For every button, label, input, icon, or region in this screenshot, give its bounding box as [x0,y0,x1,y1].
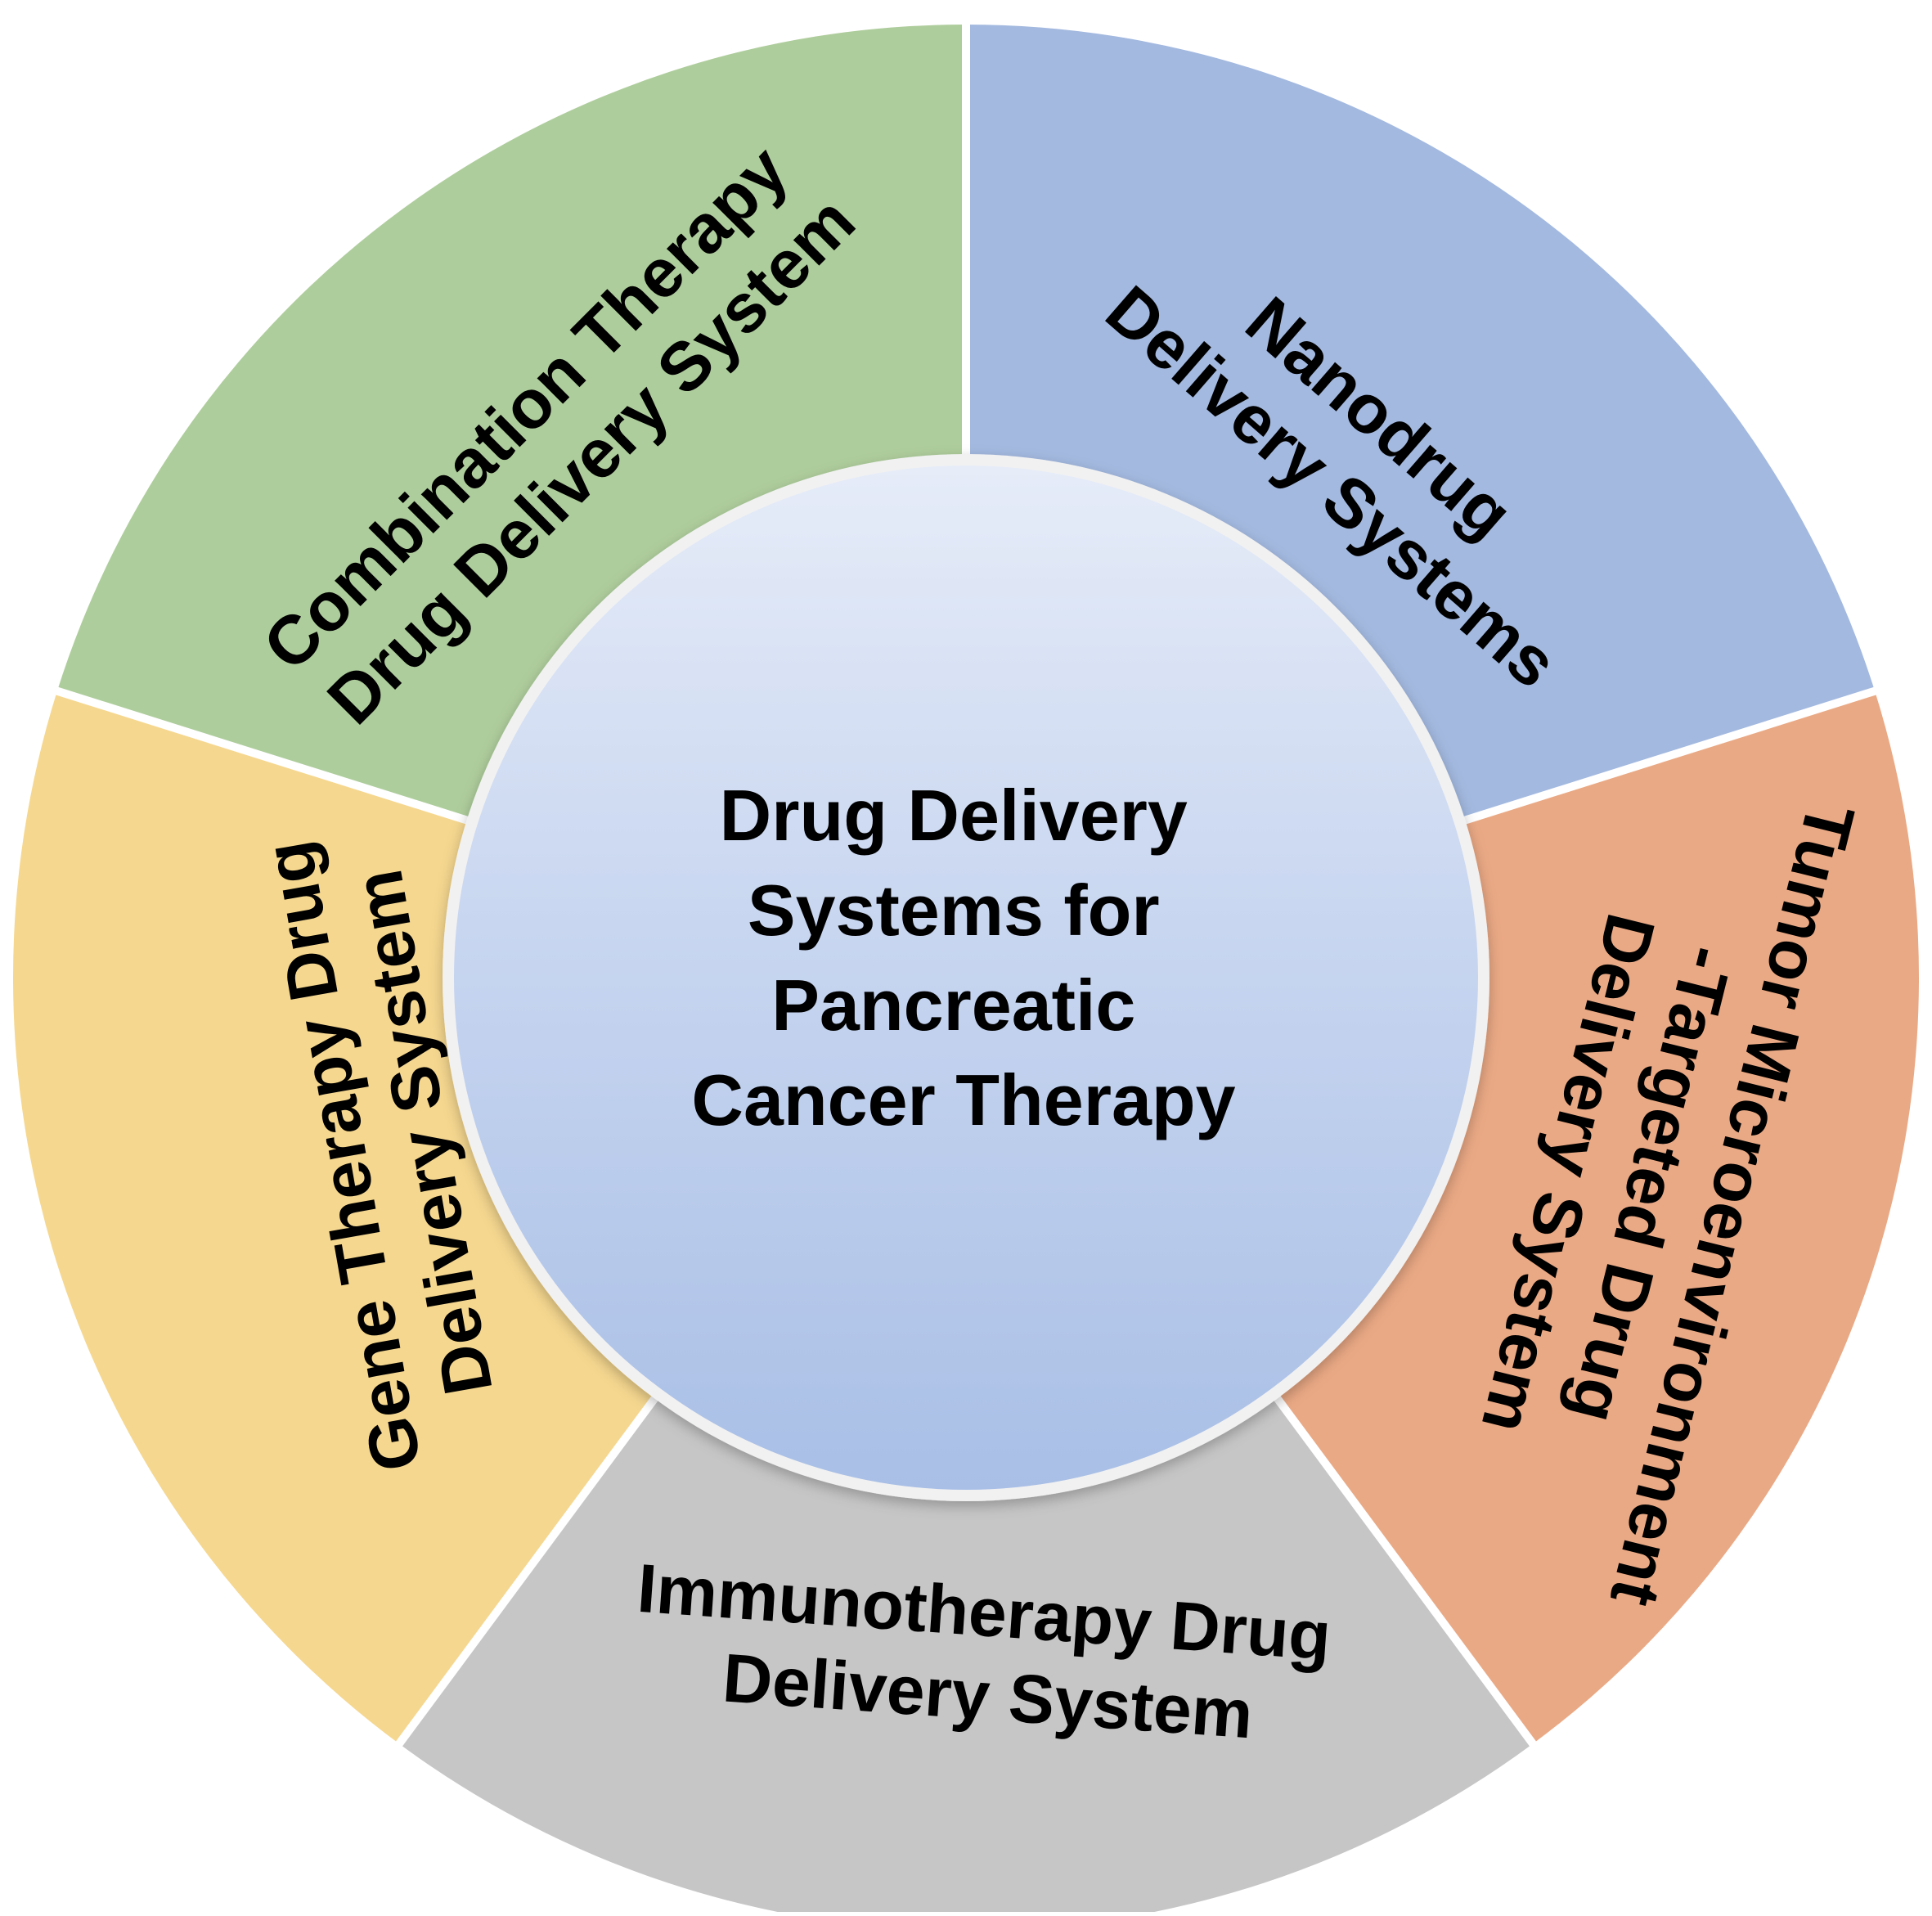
segments-layer [12,25,1919,1916]
center-title-line: Cancer Therapy [691,1059,1235,1140]
segment-tumor-microenvironment [1257,690,1919,1744]
center-title-line: Systems for [748,870,1160,951]
segment-divider [391,1363,683,1753]
segment-divider [1249,1363,1541,1753]
dividers-layer [47,16,1885,1753]
segment-divider [1425,684,1885,837]
segment-nanodrug [966,25,1876,830]
segment-immunotherapy [399,1372,1533,1916]
center-disc [454,466,1478,1490]
center-circle: Drug Delivery Systems for Pancreatic Can… [443,454,1489,1501]
center-title: Drug Delivery Systems for Pancreatic Can… [691,775,1235,1140]
center-title-line: Pancreatic [771,965,1135,1046]
segment-combination-therapy [56,25,966,830]
segment-divider [47,684,507,837]
center-title-line: Drug Delivery [720,775,1188,856]
segment-gene-therapy [12,690,675,1744]
